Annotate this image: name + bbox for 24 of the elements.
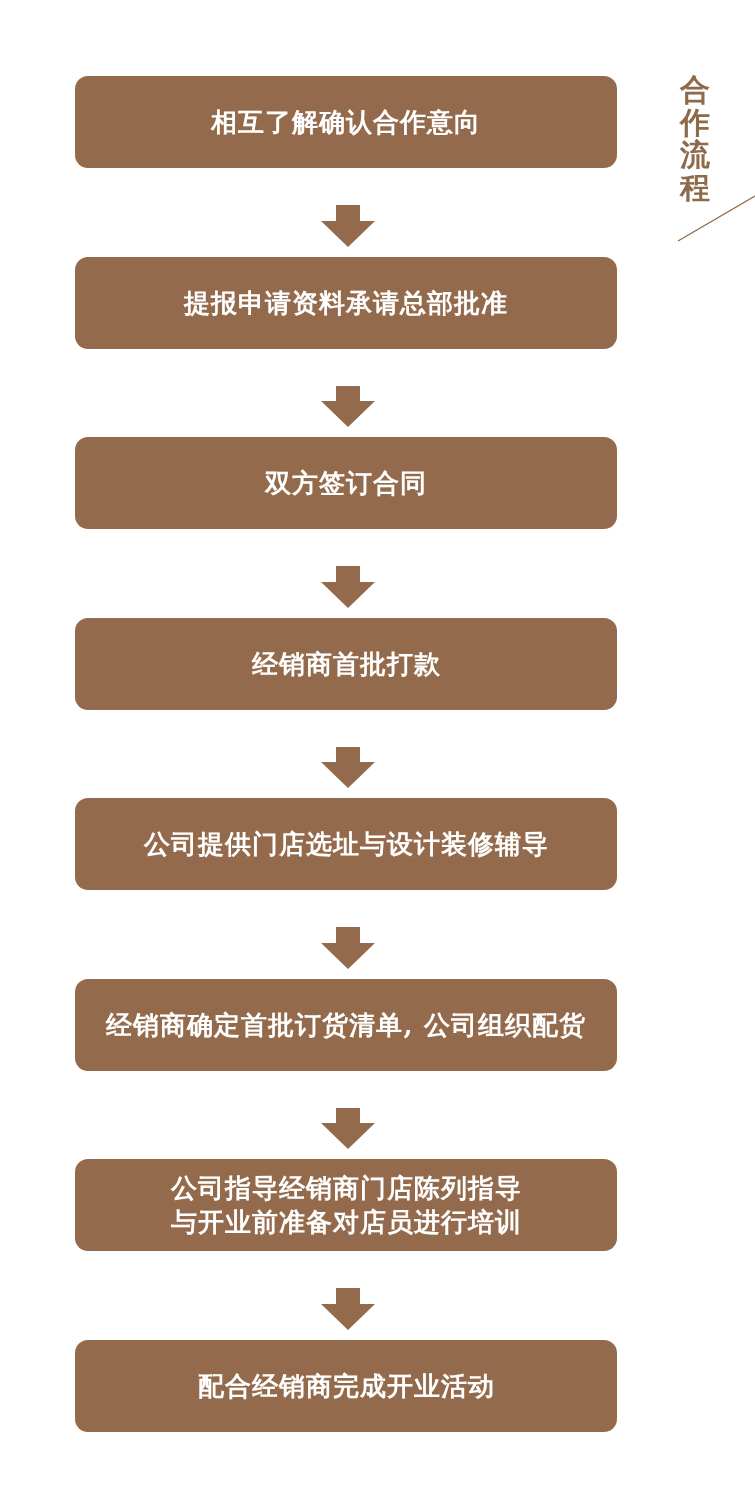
- step-label: 相互了解确认合作意向: [211, 106, 481, 139]
- arrow: [321, 1288, 375, 1330]
- process-box: [75, 257, 617, 349]
- step-label: 经销商确定首批订货清单, 公司组织配货: [106, 1009, 586, 1042]
- arrow: [321, 1108, 375, 1149]
- process-box: [75, 618, 617, 710]
- step-label: 配合经销商完成开业活动: [197, 1370, 495, 1403]
- process-box: [75, 798, 617, 890]
- process-box: [75, 1340, 617, 1432]
- arrow: [321, 205, 375, 247]
- step-label: 公司指导经销商门店陈列指导与开业前准备对店员进行培训: [169, 1172, 523, 1239]
- process-box: [75, 437, 617, 529]
- title: 合作流程: [678, 74, 711, 204]
- step-label: 双方签订合同: [265, 467, 427, 500]
- arrow: [321, 927, 375, 969]
- arrow: [321, 747, 375, 788]
- arrow: [321, 566, 375, 608]
- step-label: 提报申请资料承请总部批准: [184, 287, 508, 320]
- process-box: [75, 76, 617, 168]
- step-label: 公司提供门店选址与设计装修辅导: [143, 828, 549, 861]
- process-box: [75, 979, 617, 1071]
- arrow: [321, 386, 375, 427]
- process-box: [75, 1159, 617, 1251]
- step-label: 经销商首批打款: [251, 648, 441, 681]
